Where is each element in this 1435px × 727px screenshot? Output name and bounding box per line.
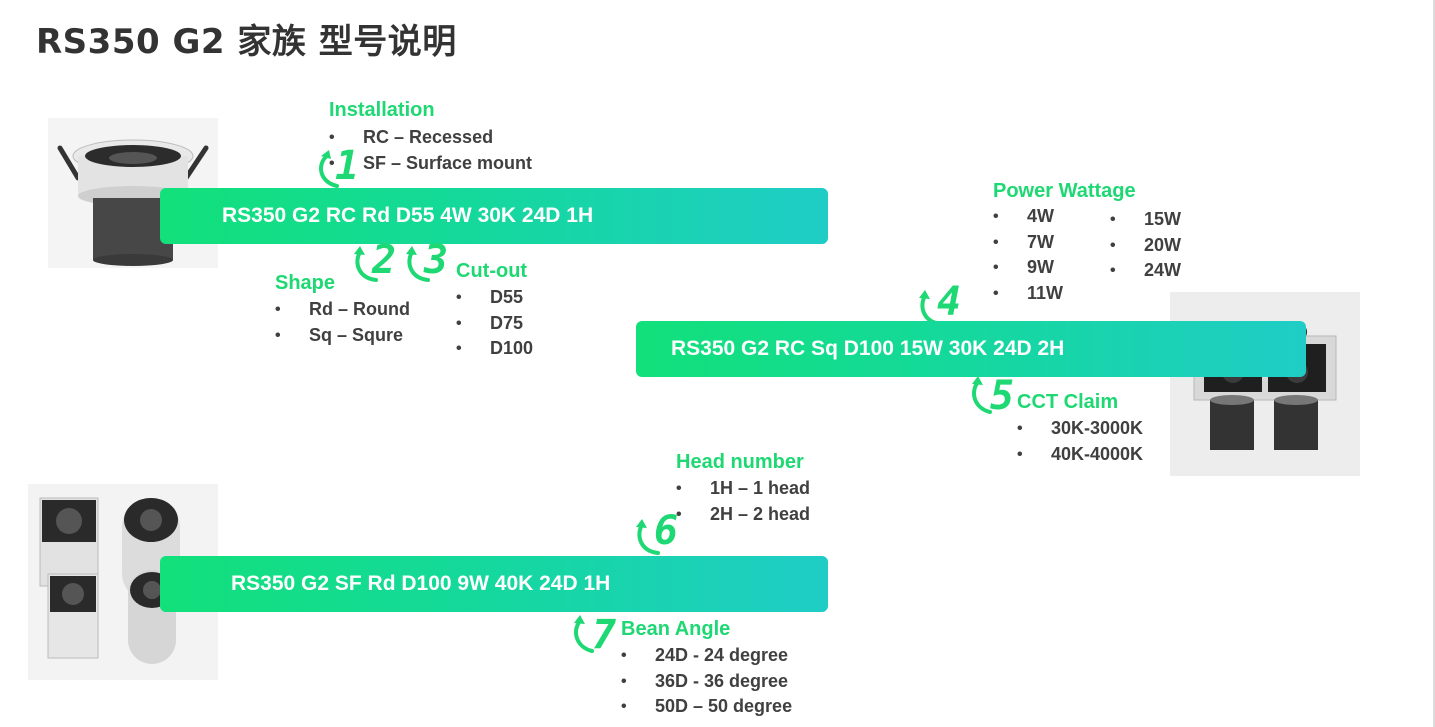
head-number-heading: Head number [676, 451, 804, 473]
page-title: RS350 G2 家族 型号说明 [36, 22, 457, 62]
curved-arrow-icon [354, 246, 378, 282]
model-code-band-1: RS350 G2 RC Rd D55 4W 30K 24D 1H [160, 188, 828, 244]
list-item: 50D – 50 degree [621, 694, 792, 720]
shape-options: Rd – Round Sq – Squre [275, 297, 410, 348]
model-code-2: RS350 G2 RC Sq D100 15W 30K 24D 2H [671, 337, 1065, 360]
list-item: 9W [993, 255, 1063, 281]
list-item: 1H – 1 head [676, 476, 810, 502]
step-number-1: 1 [313, 142, 365, 194]
list-item: 24W [1110, 258, 1181, 284]
list-item: 2H – 2 head [676, 502, 810, 528]
installation-options: RC – Recessed SF – Surface mount [329, 125, 532, 176]
power-options-col2: 15W 20W 24W [1110, 207, 1181, 284]
list-item: 4W [993, 204, 1063, 230]
list-item: 30K-3000K [1017, 416, 1143, 442]
list-item: 15W [1110, 207, 1181, 233]
list-item: 40K-4000K [1017, 442, 1143, 468]
curved-arrow-icon [972, 376, 992, 414]
cutout-heading: Cut-out [456, 260, 528, 282]
step-number-4: 4 [915, 278, 967, 330]
step-digit: 3 [423, 237, 449, 283]
list-item: 11W [993, 281, 1063, 307]
list-item: 20W [1110, 233, 1181, 259]
list-item: RC – Recessed [329, 125, 532, 151]
curved-arrow-icon [319, 150, 339, 188]
model-code-1: RS350 G2 RC Rd D55 4W 30K 24D 1H [222, 204, 594, 227]
list-item: Sq – Squre [275, 323, 410, 349]
power-heading: Power Wattage [993, 180, 1136, 202]
step-digit: 7 [591, 612, 617, 658]
cct-options: 30K-3000K 40K-4000K [1017, 416, 1143, 467]
step-number-6: 6 [632, 507, 684, 559]
beam-angle-options: 24D - 24 degree 36D - 36 degree 50D – 50… [621, 643, 792, 720]
curved-arrow-icon [636, 519, 660, 555]
model-code-band-3: RS350 G2 SF Rd D100 9W 40K 24D 1H [160, 556, 828, 612]
cutout-options: D55 D75 D100 [456, 285, 533, 362]
model-code-3: RS350 G2 SF Rd D100 9W 40K 24D 1H [231, 572, 611, 595]
list-item: 7W [993, 230, 1063, 256]
list-item: D75 [456, 311, 533, 337]
list-item: 36D - 36 degree [621, 669, 792, 695]
double-head-grille-icon [1170, 292, 1360, 476]
slide-edge [1433, 0, 1435, 727]
step-digit: 2 [371, 237, 397, 283]
shape-heading: Shape [275, 272, 336, 294]
list-item: SF – Surface mount [329, 151, 532, 177]
step-number-2: 2 [350, 236, 402, 288]
model-code-band-2: RS350 G2 RC Sq D100 15W 30K 24D 2H [636, 321, 1306, 377]
step-digit: 5 [989, 373, 1015, 419]
curved-arrow-icon [574, 615, 594, 653]
list-item: D100 [456, 336, 533, 362]
step-number-3: 3 [402, 236, 454, 288]
curved-arrow-icon [406, 246, 430, 282]
beam-angle-heading: Bean Angle [621, 618, 731, 640]
step-number-5: 5 [968, 372, 1020, 424]
head-number-options: 1H – 1 head 2H – 2 head [676, 476, 810, 527]
list-item: Rd – Round [275, 297, 410, 323]
list-item: D55 [456, 285, 533, 311]
step-number-7: 7 [570, 611, 622, 663]
step-digit: 6 [653, 508, 679, 554]
list-item: 24D - 24 degree [621, 643, 792, 669]
power-options-col1: 4W 7W 9W 11W [993, 204, 1063, 306]
cct-heading: CCT Claim [1017, 391, 1119, 413]
step-digit: 4 [936, 279, 962, 325]
installation-heading: Installation [329, 99, 435, 121]
step-digit: 1 [334, 143, 360, 189]
